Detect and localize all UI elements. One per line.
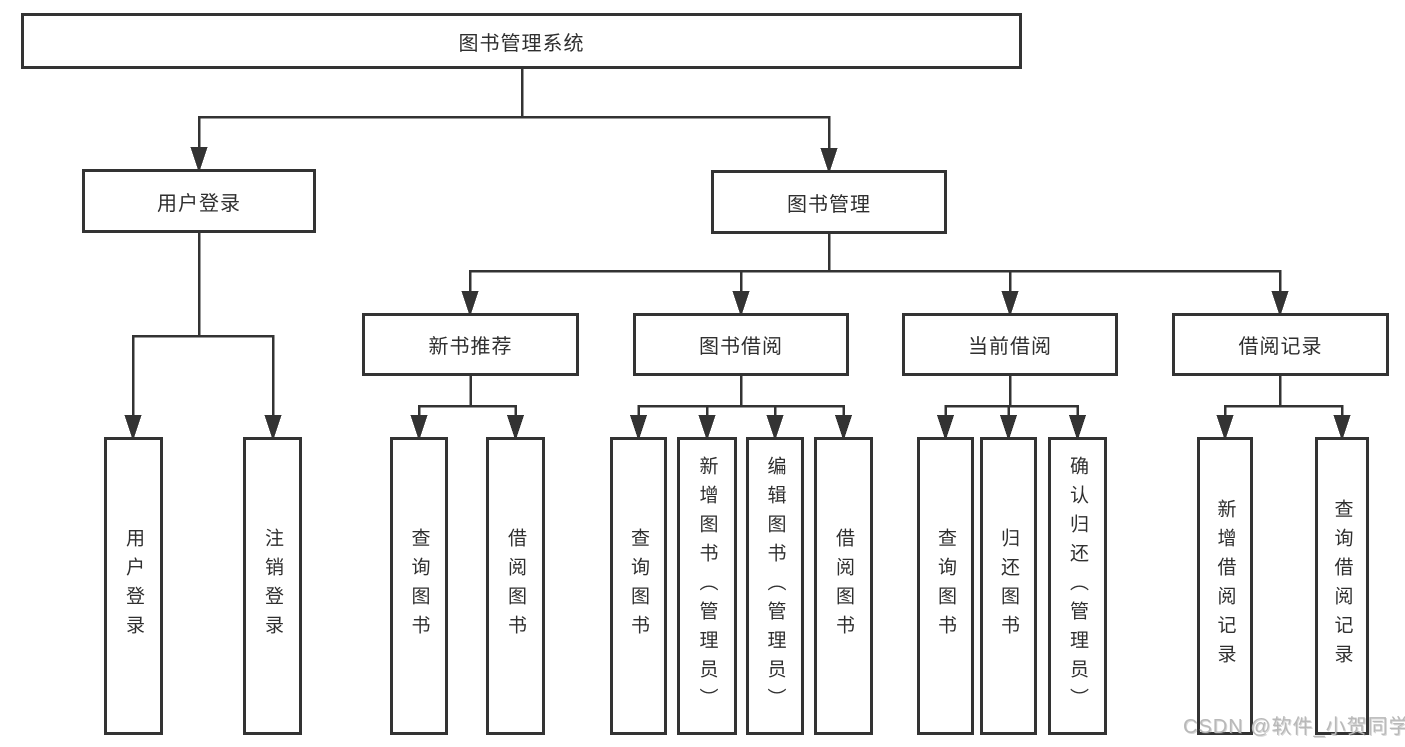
node-book-management: 图书管理 bbox=[711, 170, 947, 234]
node-label: 当前借阅 bbox=[968, 336, 1052, 358]
node-label: 图书借阅 bbox=[699, 336, 783, 358]
leaf-query-books: 查询图书 bbox=[610, 437, 667, 735]
leaf-label: 用户登录 bbox=[123, 528, 144, 644]
leaf-label: 借阅图书 bbox=[505, 528, 526, 644]
leaf-logout: 注销登录 bbox=[243, 437, 302, 735]
node-current-borrow: 当前借阅 bbox=[902, 313, 1118, 376]
leaf-query-books: 查询图书 bbox=[390, 437, 448, 735]
node-label: 图书管理系统 bbox=[458, 32, 585, 55]
leaf-query-books: 查询图书 bbox=[917, 437, 974, 735]
leaf-label: 查询图书 bbox=[628, 528, 649, 644]
leaf-user-login: 用户登录 bbox=[104, 437, 163, 735]
leaf-label: 新增图书（管理员） bbox=[696, 455, 718, 717]
leaf-borrow-books: 借阅图书 bbox=[486, 437, 545, 735]
node-user-login: 用户登录 bbox=[82, 169, 316, 233]
leaf-edit-books-admin: 编辑图书（管理员） bbox=[746, 437, 804, 735]
leaf-return-books: 归还图书 bbox=[980, 437, 1037, 735]
leaf-add-books-admin: 新增图书（管理员） bbox=[677, 437, 737, 735]
leaf-query-borrow-record: 查询借阅记录 bbox=[1315, 437, 1369, 735]
node-new-book-recommend: 新书推荐 bbox=[362, 313, 579, 376]
leaf-label: 借阅图书 bbox=[833, 528, 854, 644]
leaf-label: 归还图书 bbox=[998, 528, 1019, 644]
leaf-label: 新增借阅记录 bbox=[1214, 499, 1236, 673]
leaf-label: 编辑图书（管理员） bbox=[764, 455, 786, 717]
leaf-borrow-books: 借阅图书 bbox=[814, 437, 873, 735]
leaf-confirm-return-admin: 确认归还（管理员） bbox=[1048, 437, 1107, 735]
node-label: 新书推荐 bbox=[428, 336, 513, 358]
node-borrow-records: 借阅记录 bbox=[1172, 313, 1389, 376]
node-label: 用户登录 bbox=[157, 192, 241, 215]
csdn-watermark: CSDN @软件_小贺同学 bbox=[1183, 716, 1405, 738]
leaf-label: 查询借阅记录 bbox=[1331, 499, 1353, 673]
leaf-label: 查询图书 bbox=[935, 528, 956, 644]
node-book-borrow: 图书借阅 bbox=[633, 313, 849, 376]
leaf-label: 注销登录 bbox=[262, 528, 283, 644]
node-label: 图书管理 bbox=[787, 193, 871, 216]
leaf-label: 查询图书 bbox=[408, 528, 430, 644]
node-library-system: 图书管理系统 bbox=[21, 13, 1022, 69]
leaf-add-borrow-record: 新增借阅记录 bbox=[1197, 437, 1253, 735]
node-label: 借阅记录 bbox=[1238, 336, 1323, 358]
leaf-label: 确认归还（管理员） bbox=[1067, 455, 1088, 717]
